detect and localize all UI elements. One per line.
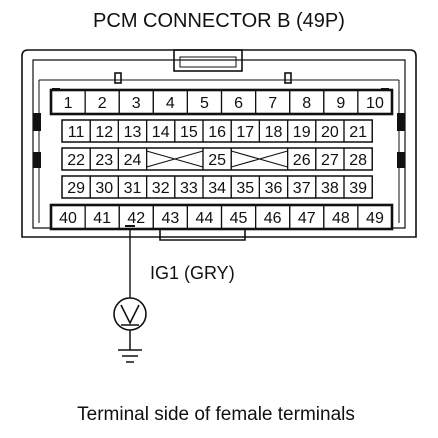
terminal-number: 36 bbox=[265, 180, 283, 197]
terminal-number: 8 bbox=[302, 95, 311, 112]
probe-wire bbox=[125, 225, 135, 298]
terminal-number: 31 bbox=[124, 180, 142, 197]
terminal-number: 34 bbox=[208, 180, 226, 197]
terminal-number: 29 bbox=[67, 180, 85, 197]
terminal-number: 16 bbox=[208, 124, 226, 141]
terminal-number: 24 bbox=[124, 152, 142, 169]
terminal-number: 41 bbox=[93, 210, 111, 227]
terminal-10: 10 bbox=[357, 89, 393, 115]
connector-housing bbox=[21, 49, 417, 241]
terminal-39: 39 bbox=[343, 175, 373, 199]
terminal-number: 47 bbox=[298, 210, 316, 227]
terminal-number: 26 bbox=[293, 152, 311, 169]
terminal-number: 35 bbox=[236, 180, 254, 197]
terminal-number: 10 bbox=[366, 95, 384, 112]
terminal-number: 40 bbox=[59, 210, 77, 227]
terminal-21: 21 bbox=[343, 119, 373, 143]
terminal-number: 23 bbox=[95, 152, 113, 169]
terminal-number: 39 bbox=[349, 180, 367, 197]
terminal-number: 46 bbox=[264, 210, 282, 227]
terminal-number: 37 bbox=[293, 180, 311, 197]
terminal-number: 12 bbox=[95, 124, 113, 141]
terminal-number: 18 bbox=[265, 124, 283, 141]
terminal-number: 5 bbox=[200, 95, 209, 112]
terminal-number: 1 bbox=[64, 95, 73, 112]
terminal-number: 3 bbox=[132, 95, 141, 112]
terminal-number: 45 bbox=[230, 210, 248, 227]
probe-label: IG1 (GRY) bbox=[150, 263, 235, 283]
terminal-number: 11 bbox=[68, 124, 85, 141]
terminal-number: 7 bbox=[268, 95, 277, 112]
terminal-number: 38 bbox=[321, 180, 339, 197]
terminal-number: 44 bbox=[196, 210, 214, 227]
terminal-28: 28 bbox=[343, 147, 373, 171]
terminal-number: 33 bbox=[180, 180, 198, 197]
terminal-number: 22 bbox=[67, 152, 85, 169]
terminal-number: 48 bbox=[332, 210, 350, 227]
terminal-number: 27 bbox=[321, 152, 339, 169]
terminal-number: 21 bbox=[349, 124, 367, 141]
terminal-number: 30 bbox=[95, 180, 113, 197]
terminal-number: 28 bbox=[349, 152, 367, 169]
terminal-number: 6 bbox=[234, 95, 243, 112]
terminal-number: 14 bbox=[152, 124, 170, 141]
terminal-number: 17 bbox=[236, 124, 254, 141]
terminal-number: 43 bbox=[161, 210, 179, 227]
terminal-number: 2 bbox=[98, 95, 107, 112]
ground-icon bbox=[118, 330, 142, 363]
terminal-number: 15 bbox=[180, 124, 198, 141]
terminal-49: 49 bbox=[357, 204, 393, 230]
diagram-title: PCM CONNECTOR B (49P) bbox=[93, 10, 345, 32]
terminal-number: 32 bbox=[152, 180, 170, 197]
terminal-number: 49 bbox=[366, 210, 384, 227]
terminal-number: 20 bbox=[321, 124, 339, 141]
terminal-number: 42 bbox=[127, 210, 145, 227]
terminal-number: 4 bbox=[166, 95, 175, 112]
terminal-number: 19 bbox=[293, 124, 311, 141]
terminal-number: 9 bbox=[336, 95, 345, 112]
caption: Terminal side of female terminals bbox=[77, 404, 355, 425]
terminal-number: 13 bbox=[124, 124, 142, 141]
terminal-number: 25 bbox=[208, 152, 226, 169]
voltmeter-icon bbox=[113, 297, 147, 331]
